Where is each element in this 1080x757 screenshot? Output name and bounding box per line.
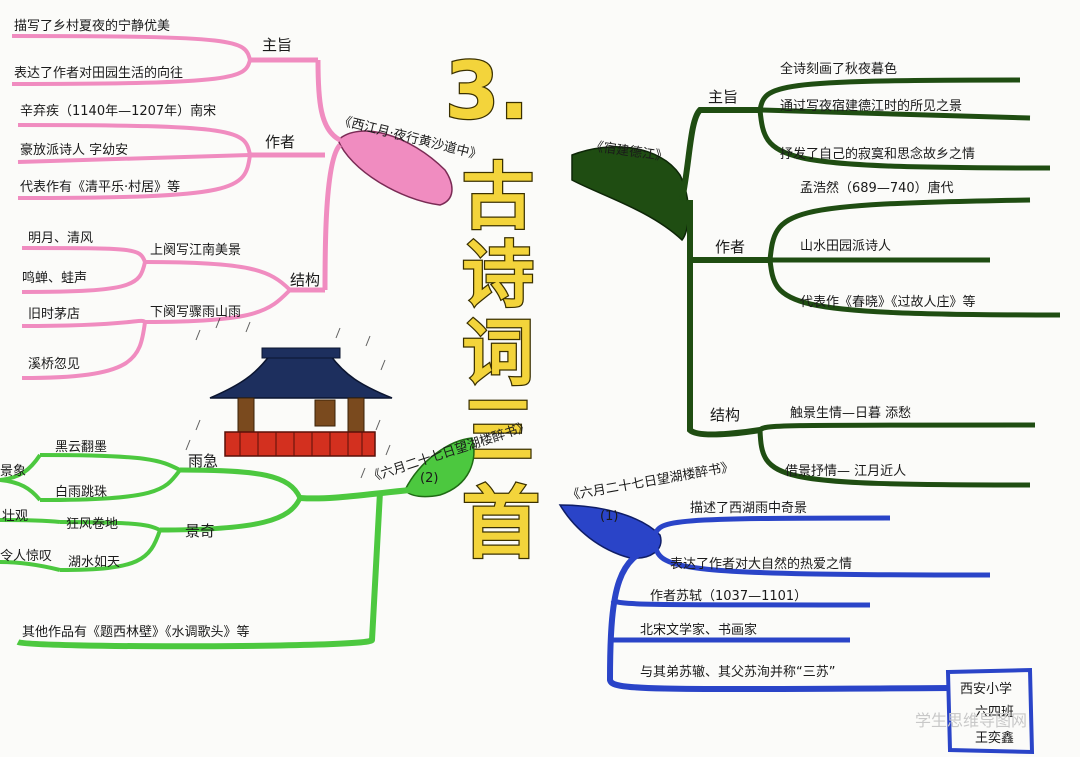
right-author-item-1: 孟浩然（689—740）唐代 — [800, 180, 954, 196]
right-poem-branch: 《宿建德江》 主旨 全诗刻画了秋夜暮色 通过写夜宿建德江时的所见之景 抒发了自己… — [571, 61, 1061, 488]
left-structure-item-3: 旧时茅店 — [28, 307, 80, 322]
left-author-item-1: 辛弃疾（1140年—1207年）南宋 — [20, 103, 216, 119]
left-poem-branch: 《西江月·夜行黄沙道中》 主旨 描写了乡村夏夜的宁静优美 表达了作者对田园生活的… — [11, 18, 483, 380]
lower-right-poem-title: 《六月二十七日望湖楼醉书》 — [566, 459, 735, 504]
left-structure-item-2: 鸣蝉、蛙声 — [22, 270, 87, 286]
lower-right-poem-index: (1) — [600, 509, 618, 524]
scene-edge-2: 令人惊叹 — [0, 549, 52, 564]
lower-right-item-5: 与其弟苏辙、其父苏洵并称“三苏” — [640, 664, 835, 680]
title-char-2: 诗 — [462, 233, 534, 317]
watermark: 学生思维导图网 — [915, 711, 1027, 730]
rain-label: 雨急 — [188, 452, 218, 470]
rain-strokes — [185, 317, 391, 479]
pavilion-base — [224, 431, 376, 457]
right-theme-item-2: 通过写夜宿建德江时的所见之景 — [780, 98, 962, 114]
left-theme-item-2: 表达了作者对田园生活的向往 — [14, 65, 183, 81]
right-author-label: 作者 — [715, 238, 745, 256]
scene-edge-1: 壮观 — [2, 509, 28, 524]
pavilion-illustration — [185, 317, 393, 479]
rain-edge-label: 景象 — [0, 464, 26, 479]
lower-right-item-4: 北宋文学家、书画家 — [640, 622, 757, 638]
left-theme-label: 主旨 — [262, 36, 292, 54]
left-author-label: 作者 — [265, 133, 295, 151]
right-author-item-3: 代表作《春晓》《过故人庄》等 — [800, 294, 976, 310]
signature-school: 西安小学 — [960, 681, 1012, 697]
signature-class: 六四班 — [975, 705, 1014, 720]
right-structure-item-1: 触景生情—日暮 添愁 — [790, 406, 911, 421]
left-structure-item-4: 溪桥忽见 — [28, 357, 80, 372]
right-theme-label: 主旨 — [708, 88, 738, 106]
pink-leaf — [337, 130, 453, 206]
rain-item-1: 黑云翻墨 — [55, 440, 107, 455]
title-char-5: 首 — [462, 479, 540, 569]
title-char-3: 词 — [462, 311, 534, 395]
signature-box: 西安小学 六四班 王奕鑫 — [945, 667, 1035, 755]
rain-item-2: 白雨跳珠 — [55, 484, 107, 500]
scene-label: 景奇 — [185, 522, 215, 540]
right-theme-item-3: 抒发了自己的寂寞和思念故乡之情 — [780, 146, 975, 162]
lower-right-poem-branch: 《六月二十七日望湖楼醉书》 (1) 描述了西湖雨中奇景 表达了作者对大自然的热爱… — [558, 459, 991, 693]
title-number: 3. — [445, 47, 529, 137]
lower-right-item-1: 描述了西湖雨中奇景 — [690, 500, 807, 516]
lower-right-item-2: 表达了作者对大自然的热爱之情 — [670, 556, 852, 572]
right-structure-item-2: 借景抒情— 江月近人 — [785, 464, 906, 479]
lower-right-item-3: 作者苏轼（1037—1101） — [650, 588, 807, 604]
scene-item-1: 狂风卷地 — [66, 516, 118, 532]
light-green-leaf — [404, 437, 475, 498]
green-leaf — [571, 146, 690, 242]
left-structure-group-1: 上阕写江南美景 — [150, 242, 241, 258]
other-works: 其他作品有《题西林壁》《水调歌头》等 — [22, 624, 250, 640]
left-structure-item-1: 明月、清风 — [28, 231, 93, 246]
left-structure-label: 结构 — [290, 271, 320, 289]
pavilion-roof — [209, 354, 393, 399]
central-title: 3. 古 诗 词 三 首 — [444, 46, 542, 571]
right-structure-label: 结构 — [710, 406, 740, 424]
right-author-item-2: 山水田园派诗人 — [800, 239, 891, 254]
left-theme-item-1: 描写了乡村夏夜的宁静优美 — [14, 18, 170, 34]
lower-left-poem-index: (2) — [420, 471, 438, 486]
right-theme-item-1: 全诗刻画了秋夜暮色 — [780, 61, 897, 77]
signature-name: 王奕鑫 — [975, 730, 1014, 746]
left-structure-group-2: 下阕写骤雨山雨 — [150, 304, 241, 320]
left-author-item-2: 豪放派诗人 字幼安 — [20, 142, 128, 158]
scene-item-2: 湖水如天 — [68, 554, 120, 570]
title-char-1: 古 — [462, 155, 534, 239]
left-author-item-3: 代表作有《清平乐·村居》等 — [20, 179, 180, 195]
